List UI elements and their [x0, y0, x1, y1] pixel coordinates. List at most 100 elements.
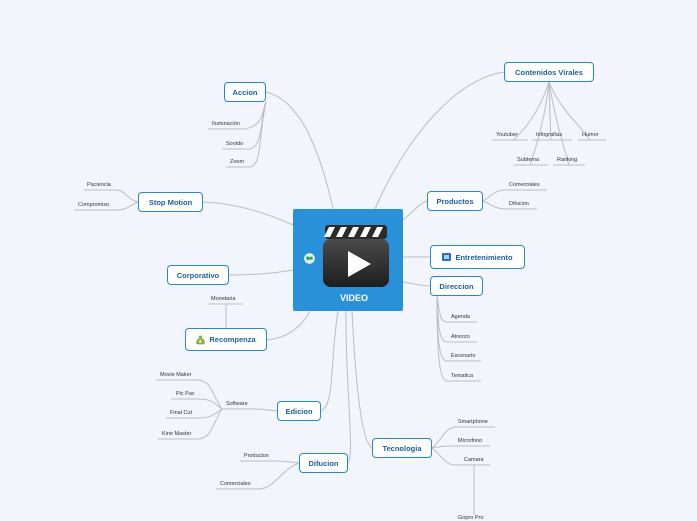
leaf-smartphone-label: Smartphone	[458, 419, 488, 425]
topic-stop-motion[interactable]: Stop Motion	[138, 192, 203, 212]
connector-zoom	[249, 101, 267, 168]
topic-difucion[interactable]: Difucion	[299, 453, 348, 473]
leaf-gopro-pro[interactable]: Gopro Pro	[458, 515, 483, 521]
leaf-paciencia-label: Paciencia	[87, 182, 111, 188]
leaf-iluminacion-label: Iluminación	[212, 121, 240, 127]
leaf-microfono-label: Microfono	[458, 438, 483, 444]
topic-productos-label: Productos	[436, 196, 474, 206]
topic-entretenimiento[interactable]: Entretenimiento	[430, 245, 525, 269]
topic-recompenza[interactable]: $ Recompenza	[185, 328, 267, 351]
leaf-camara[interactable]: Camara	[464, 457, 484, 463]
topic-tecnologia[interactable]: Tecnologia	[372, 438, 432, 458]
topic-direccion[interactable]: Direccion	[430, 276, 483, 296]
leaf-tematica-label: Tematica	[451, 373, 474, 379]
leaf-agenda[interactable]: Agenda	[451, 314, 470, 320]
leaf-atrezzo-label: Atrezzo	[451, 334, 470, 340]
film-icon	[442, 253, 452, 261]
leaf-difucion-comerciales-label: Comerciales	[220, 481, 251, 487]
leaf-atrezzo[interactable]: Atrezzo	[451, 334, 470, 340]
central-topic-video[interactable]: VIDEO	[293, 209, 403, 311]
connector-tecnologia	[351, 310, 373, 449]
leaf-agenda-label: Agenda	[451, 314, 470, 320]
topic-corporativo-label: Corporativo	[176, 270, 220, 280]
connector-difucion	[345, 310, 351, 464]
connector-productos	[402, 200, 428, 221]
leaf-humor[interactable]: Humor	[582, 132, 599, 138]
leaf-escenario-label: Escenario	[451, 353, 476, 359]
leaf-kine-master[interactable]: Kine Master	[162, 431, 191, 437]
leaf-productos-difucion[interactable]: Difucion	[509, 201, 529, 207]
leaf-movie-maker-label: Movie Maker	[160, 372, 192, 378]
leaf-zoom[interactable]: Zoom	[230, 159, 244, 165]
leaf-youtuber-label: Youtuber	[496, 132, 518, 138]
leaf-gopro-pro-label: Gopro Pro	[458, 515, 484, 521]
leaf-subtema-label: Subtema	[517, 157, 540, 163]
topic-accion-label: Accion	[232, 87, 258, 97]
leaf-tematica[interactable]: Tematica	[451, 373, 473, 379]
leaf-compromiso[interactable]: Compromiso	[78, 202, 109, 208]
connector-recompenza	[266, 310, 311, 341]
leaf-difucion-productos-label: Productos	[244, 453, 269, 459]
topic-edicion-label: Edicion	[285, 406, 313, 416]
leaf-software-label: Software	[226, 401, 248, 407]
leaf-escenario[interactable]: Escenario	[451, 353, 475, 359]
leaf-pic-pac-label: Pic Pac	[176, 391, 195, 397]
connector-stop-motion	[202, 201, 294, 226]
topic-stop-motion-label: Stop Motion	[148, 197, 193, 207]
leaf-paciencia[interactable]: Paciencia	[87, 182, 111, 188]
leaf-productos-difucion-label: Difucion	[509, 201, 529, 207]
leaf-monetaria[interactable]: Monetaria	[211, 296, 235, 302]
leaf-sonido-label: Sonido	[226, 141, 244, 147]
leaf-humor-label: Humor	[582, 132, 599, 138]
connector-contenidos-virales	[374, 71, 505, 210]
connector-edicion	[320, 310, 339, 412]
topic-difucion-label: Difucion	[308, 458, 339, 468]
leaf-infografias[interactable]: Infografías	[536, 132, 562, 138]
leaf-infografias-label: Infografías	[536, 132, 562, 138]
topic-corporativo[interactable]: Corporativo	[167, 265, 229, 285]
leaf-iluminacion[interactable]: Iluminación	[212, 121, 240, 127]
topic-productos[interactable]: Productos	[427, 191, 483, 211]
money-bag-icon: $	[196, 335, 205, 344]
leaf-software[interactable]: Software	[226, 401, 248, 407]
leaf-compromiso-label: Compromiso	[78, 202, 110, 208]
leaf-pic-pac[interactable]: Pic Pac	[176, 391, 195, 397]
connector-paciencia	[115, 189, 139, 203]
video-clapperboard-play-icon	[323, 225, 389, 287]
topic-contenidos-virales[interactable]: Contenidos Virales	[504, 62, 594, 82]
leaf-ranking-label: Ranking	[557, 157, 578, 163]
leaf-movie-maker[interactable]: Movie Maker	[160, 372, 191, 378]
leaf-monetaria-label: Monetaria	[211, 296, 236, 302]
leaf-ranking[interactable]: Ranking	[557, 157, 577, 163]
topic-edicion[interactable]: Edicion	[277, 401, 321, 421]
leaf-camara-label: Camara	[464, 457, 484, 463]
topic-entretenimiento-label: Entretenimiento	[455, 252, 513, 262]
topic-accion[interactable]: Accion	[224, 82, 266, 102]
topic-contenidos-virales-label: Contenidos Virales	[515, 67, 583, 77]
leaf-difucion-productos[interactable]: Productos	[244, 453, 269, 459]
leaf-youtuber[interactable]: Youtuber	[496, 132, 518, 138]
leaf-sonido[interactable]: Sonido	[226, 141, 243, 147]
leaf-productos-comerciales-label: Comerciales	[509, 182, 540, 188]
topic-tecnologia-label: Tecnologia	[382, 443, 422, 453]
connector-direccion	[402, 281, 431, 287]
leaf-subtema[interactable]: Subtema	[517, 157, 539, 163]
topic-direccion-label: Direccion	[439, 281, 474, 291]
leaf-final-cut-label: Final Cut	[170, 410, 193, 416]
central-topic-label: VIDEO	[339, 293, 368, 303]
connector-software	[251, 408, 278, 412]
leaf-productos-comerciales[interactable]: Comerciales	[509, 182, 540, 188]
svg-text:$: $	[199, 339, 202, 344]
globe-icon	[304, 253, 315, 264]
leaf-final-cut[interactable]: Final Cut	[170, 410, 192, 416]
connector-corporativo	[228, 269, 294, 276]
connector-compromiso	[115, 201, 139, 211]
leaf-zoom-label: Zoom	[230, 159, 245, 165]
leaf-microfono[interactable]: Microfono	[458, 438, 482, 444]
leaf-smartphone[interactable]: Smartphone	[458, 419, 488, 425]
leaf-difucion-comerciales[interactable]: Comerciales	[220, 481, 251, 487]
connector-accion	[265, 91, 334, 210]
topic-recompenza-label: Recompenza	[209, 335, 256, 344]
leaf-kine-master-label: Kine Master	[162, 431, 192, 437]
